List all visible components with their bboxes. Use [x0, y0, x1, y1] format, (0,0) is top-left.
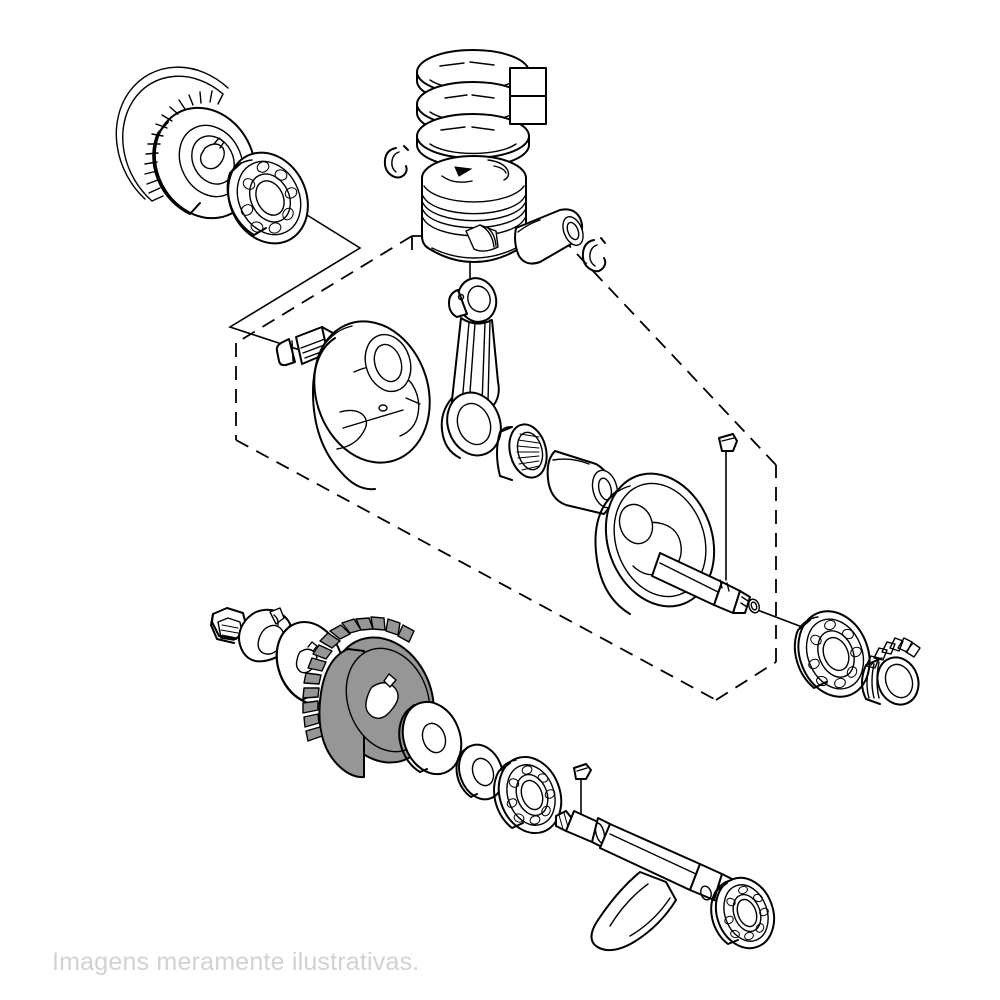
part-woodruff-key-crank	[718, 433, 738, 452]
part-crank-web-right	[594, 472, 760, 615]
part-crank-bearing-right	[793, 610, 871, 698]
part-piston-rings	[416, 49, 547, 168]
bearing-balls	[724, 885, 769, 941]
part-balancer-washer	[398, 700, 463, 776]
part-piston	[421, 155, 527, 263]
ring-callout-lower	[509, 95, 547, 125]
illustrative-caption: Imagens meramente ilustrativas.	[52, 948, 420, 976]
part-big-end-needle-bearing	[496, 423, 548, 481]
part-crank-web-left	[275, 320, 431, 491]
leader-crank-bearing-left-icon	[228, 201, 362, 355]
part-balancer-bearing-right	[710, 876, 776, 950]
bearing-balls	[240, 161, 298, 234]
part-crank-pin	[546, 450, 619, 515]
part-crank-bearing-left	[226, 151, 309, 245]
ring-callout-upper	[509, 67, 547, 97]
gear-teeth	[302, 616, 415, 742]
gear-teeth	[144, 90, 224, 202]
part-circlip-left	[383, 145, 409, 179]
part-circlip-right	[581, 237, 607, 273]
part-connecting-rod	[440, 277, 502, 459]
part-piston-pin	[514, 208, 584, 265]
part-balancer-collar	[455, 743, 504, 801]
part-woodruff-key-balancer	[573, 763, 592, 780]
needle-rollers	[516, 433, 540, 471]
bearing-balls	[506, 765, 556, 825]
bearing-balls	[808, 619, 862, 689]
part-balancer-drive-pinion	[861, 637, 921, 706]
part-balancer-bearing-left	[493, 755, 563, 835]
